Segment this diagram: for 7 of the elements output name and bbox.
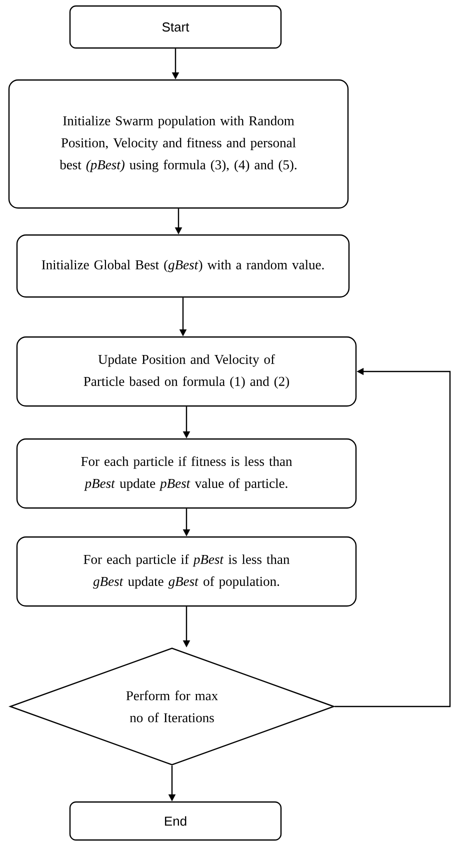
process-box: Initialize Global Best (gBest) with a random value. xyxy=(16,234,350,298)
process-box: For each particle if pBest is less than gBest update gBest of population. xyxy=(16,536,357,607)
terminal-box: End xyxy=(69,801,282,841)
process-box: For each particle if fitness is less than pBest update pBest value of particle. xyxy=(16,438,357,509)
process-box: Update Position and Velocity of Particle based on formula (1) and (2) xyxy=(16,336,357,407)
process-box: Initialize Swarm population with Random Position, Velocity and fitness and personal best (pBest) using formula (3), (4) and (5). xyxy=(8,79,349,209)
terminal-box: Start xyxy=(69,5,282,49)
